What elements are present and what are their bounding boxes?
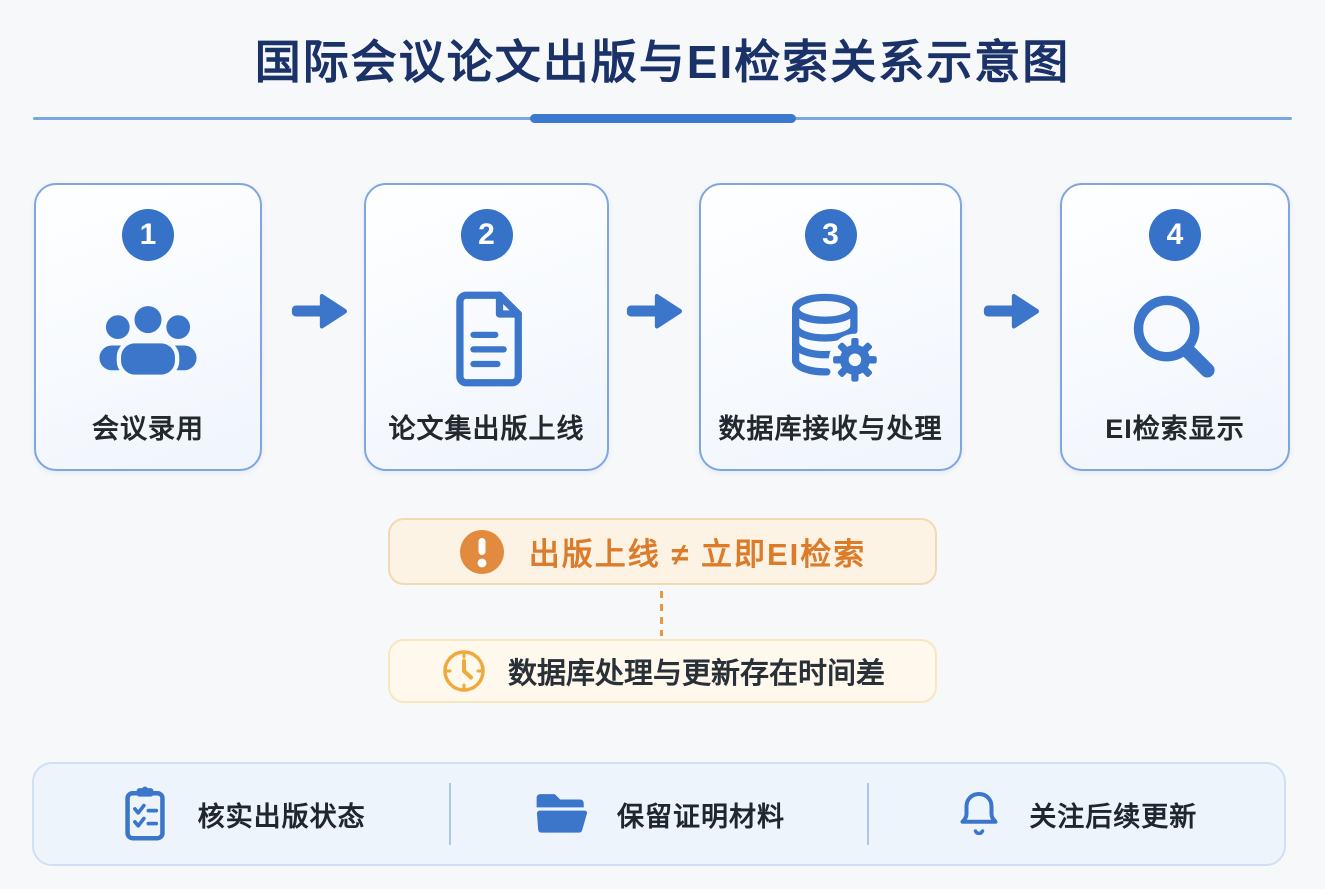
footer-item-follow-updates: 关注后续更新 [869,788,1284,840]
step-box-ei-index-display: 4 EI检索显示 [1060,183,1290,471]
title-divider [33,114,1292,123]
clock-icon [440,647,488,695]
arrow-right-icon [979,289,1041,333]
footer-label: 保留证明材料 [616,801,785,832]
footer-divider [449,783,452,845]
arrow-right-icon [622,289,684,333]
footer-item-verify-status: 核实出版状态 [34,785,449,843]
step-box-database-processing: 3 [699,183,962,471]
step-label: 会议录用 [92,414,204,444]
warning-text: 出版上线 ≠ 立即EI检索 [528,537,867,572]
search-icon [1125,289,1225,389]
step-number-badge: 3 [804,209,857,261]
step-box-proceedings-published: 2 论文集出版上线 [364,183,609,471]
people-group-icon [96,298,200,380]
bell-icon [955,788,1003,840]
footer-divider [866,783,869,845]
arrow-right-icon [287,289,349,333]
title-divider-accent [530,114,796,123]
database-gear-icon [779,289,883,389]
step-number-badge: 2 [460,209,513,261]
step-number-badge: 1 [122,209,174,261]
footer-bar: 核实出版状态 保留证明材料 关注后续更新 [32,762,1286,866]
step-label: EI检索显示 [1105,414,1245,444]
dashed-connector [660,591,663,636]
document-icon [441,289,533,389]
alert-icon [459,529,505,575]
note-text: 数据库处理与更新存在时间差 [507,658,885,690]
step-label: 数据库接收与处理 [718,414,943,444]
footer-label: 核实出版状态 [197,801,366,832]
step-box-conference-acceptance: 1 会议录用 [34,183,262,471]
footer-item-keep-proof: 保留证明材料 [451,790,866,838]
note-card: 数据库处理与更新存在时间差 [388,639,937,703]
page-title: 国际会议论文出版与EI检索关系示意图 [254,36,1071,88]
folder-icon [533,790,591,838]
footer-label: 关注后续更新 [1029,801,1198,832]
step-label: 论文集出版上线 [388,414,585,444]
warning-card: 出版上线 ≠ 立即EI检索 [388,518,937,585]
step-number-badge: 4 [1149,209,1201,261]
clipboard-checklist-icon [118,785,172,843]
